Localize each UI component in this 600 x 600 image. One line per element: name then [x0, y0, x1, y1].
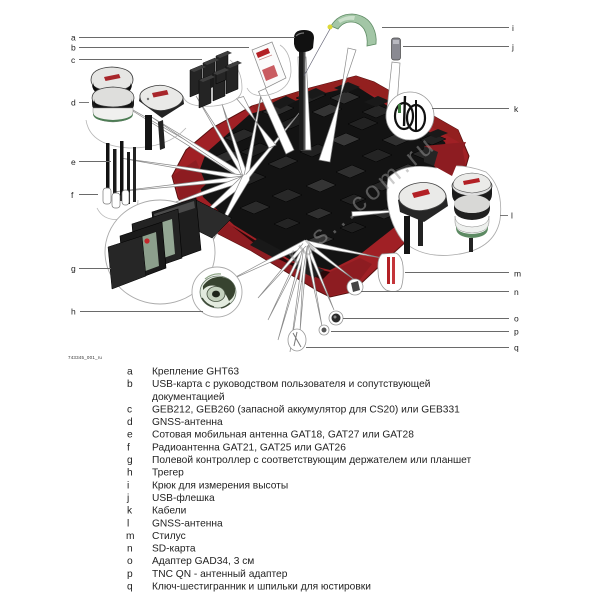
- svg-text:Сотовая мобильная антенна GAT1: Сотовая мобильная антенна GAT18, GAT27 и…: [152, 429, 414, 441]
- svg-text:d: d: [71, 98, 76, 108]
- svg-text:p: p: [127, 569, 133, 580]
- svg-text:j: j: [511, 42, 514, 52]
- svg-text:USB-флешка: USB-флешка: [152, 492, 215, 504]
- svg-text:n: n: [514, 287, 519, 297]
- svg-text:d: d: [127, 417, 133, 428]
- svg-text:f: f: [127, 442, 130, 453]
- svg-text:k: k: [514, 104, 519, 114]
- svg-text:Крепление GHT63: Крепление GHT63: [152, 367, 239, 378]
- svg-text:USB-карта с руководством польз: USB-карта с руководством пользователя и …: [152, 379, 430, 390]
- svg-text:j: j: [126, 493, 129, 504]
- svg-text:e: e: [127, 430, 133, 441]
- svg-text:i: i: [127, 480, 129, 491]
- svg-text:k: k: [127, 506, 133, 517]
- svg-text:i: i: [512, 23, 514, 33]
- svg-text:Кабели: Кабели: [152, 505, 186, 517]
- svg-text:q: q: [514, 343, 519, 353]
- svg-text:GNSS-антенна: GNSS-антенна: [152, 417, 223, 428]
- svg-text:m: m: [514, 269, 521, 279]
- svg-text:m: m: [126, 531, 135, 542]
- svg-text:l: l: [511, 211, 513, 221]
- svg-text:Трегер: Трегер: [152, 468, 184, 479]
- svg-text:TNC QN - антенный адаптер: TNC QN - антенный адаптер: [152, 569, 288, 580]
- svg-text:документацией: документацией: [152, 392, 225, 403]
- svg-text:Крюк для измерения высоты: Крюк для измерения высоты: [152, 480, 288, 491]
- svg-text:n: n: [127, 544, 133, 555]
- svg-text:g: g: [71, 264, 76, 274]
- svg-text:o: o: [127, 556, 133, 567]
- svg-text:SD-карта: SD-карта: [152, 544, 196, 555]
- svg-text:b: b: [71, 43, 76, 53]
- svg-text:f: f: [71, 190, 74, 200]
- svg-text:Адаптер GAD34, 3 см: Адаптер GAD34, 3 см: [152, 556, 254, 567]
- svg-text:a: a: [71, 33, 76, 43]
- svg-text:Стилус: Стилус: [152, 531, 186, 542]
- svg-text:Ключ-шестигранник и шпильки дл: Ключ-шестигранник и шпильки для юстировк…: [152, 582, 371, 593]
- svg-text:b: b: [127, 379, 133, 390]
- svg-text:e: e: [71, 157, 76, 167]
- svg-text:GNSS-антенна: GNSS-антенна: [152, 518, 223, 529]
- svg-text:Радиоантенна GAT21, GAT25 или: Радиоантенна GAT21, GAT25 или GAT26: [152, 442, 346, 453]
- svg-text:Полевой контроллер с соответст: Полевой контроллер с соответствующим дер…: [152, 455, 471, 466]
- svg-text:l: l: [127, 518, 129, 529]
- svg-text:o: o: [514, 314, 519, 324]
- svg-text:a: a: [127, 367, 133, 378]
- svg-text:c: c: [71, 55, 76, 65]
- svg-text:p: p: [514, 327, 519, 337]
- svg-text:c: c: [127, 404, 132, 415]
- svg-text:g: g: [127, 455, 133, 466]
- svg-text:h: h: [71, 307, 76, 317]
- svg-text:GEB212, GEB260 (запасной аккум: GEB212, GEB260 (запасной аккумулятор для…: [152, 404, 460, 415]
- svg-text:q: q: [127, 582, 133, 593]
- svg-text:h: h: [127, 468, 133, 479]
- svg-text:743345_001_ru: 743345_001_ru: [68, 355, 102, 360]
